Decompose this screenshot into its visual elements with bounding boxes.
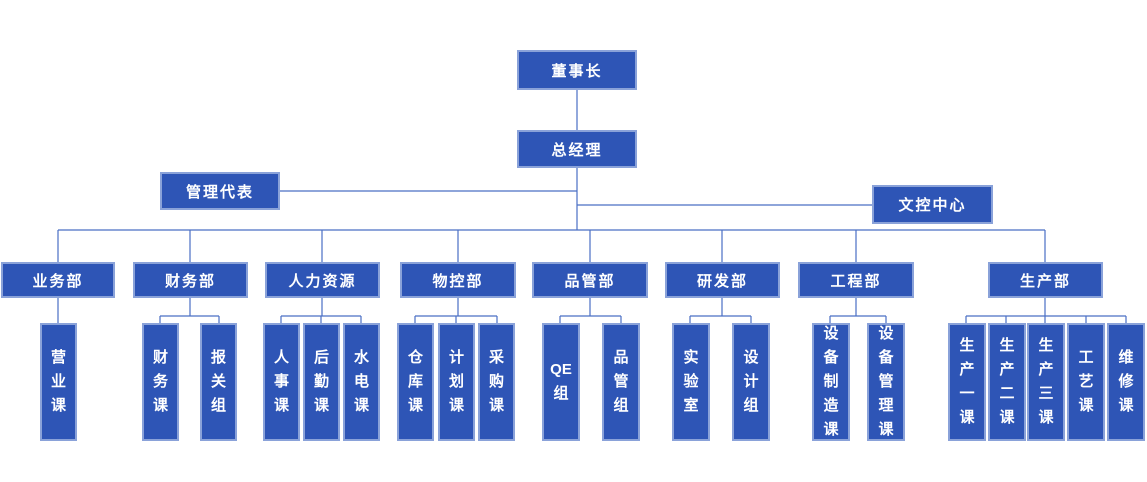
dept-rnd: 研发部 xyxy=(665,262,780,298)
section-production-1: 生 产 一 课 xyxy=(948,323,986,441)
section-equipment-manufacturing: 设 备 制 造 课 xyxy=(812,323,850,441)
node-management-representative: 管理代表 xyxy=(160,172,280,210)
section-finance: 财 务 课 xyxy=(142,323,179,441)
section-process: 工 艺 课 xyxy=(1067,323,1105,441)
node-general-manager: 总经理 xyxy=(517,130,637,168)
section-qe: QE 组 xyxy=(542,323,580,441)
section-planning: 计 划 课 xyxy=(438,323,475,441)
dept-human-resources: 人力资源 xyxy=(265,262,380,298)
node-chairman: 董事长 xyxy=(517,50,637,90)
section-logistics: 后 勤 课 xyxy=(303,323,340,441)
connector-lines xyxy=(57,90,1127,323)
section-production-2: 生 产 二 课 xyxy=(988,323,1026,441)
section-warehouse: 仓 库 课 xyxy=(397,323,434,441)
section-maintenance: 维 修 课 xyxy=(1107,323,1145,441)
section-personnel: 人 事 课 xyxy=(263,323,300,441)
section-design: 设 计 组 xyxy=(732,323,770,441)
section-equipment-management: 设 备 管 理 课 xyxy=(867,323,905,441)
section-sales: 营 业 课 xyxy=(40,323,77,441)
dept-business: 业务部 xyxy=(1,262,115,298)
section-utilities: 水 电 课 xyxy=(343,323,380,441)
dept-engineering: 工程部 xyxy=(798,262,914,298)
section-purchasing: 采 购 课 xyxy=(478,323,515,441)
dept-production: 生产部 xyxy=(988,262,1103,298)
dept-material-control: 物控部 xyxy=(400,262,516,298)
section-production-3: 生 产 三 课 xyxy=(1027,323,1065,441)
node-document-control-center: 文控中心 xyxy=(872,185,993,224)
dept-quality: 品管部 xyxy=(532,262,648,298)
section-customs: 报 关 组 xyxy=(200,323,237,441)
section-qc: 品 管 组 xyxy=(602,323,640,441)
section-laboratory: 实 验 室 xyxy=(672,323,710,441)
dept-finance: 财务部 xyxy=(133,262,248,298)
